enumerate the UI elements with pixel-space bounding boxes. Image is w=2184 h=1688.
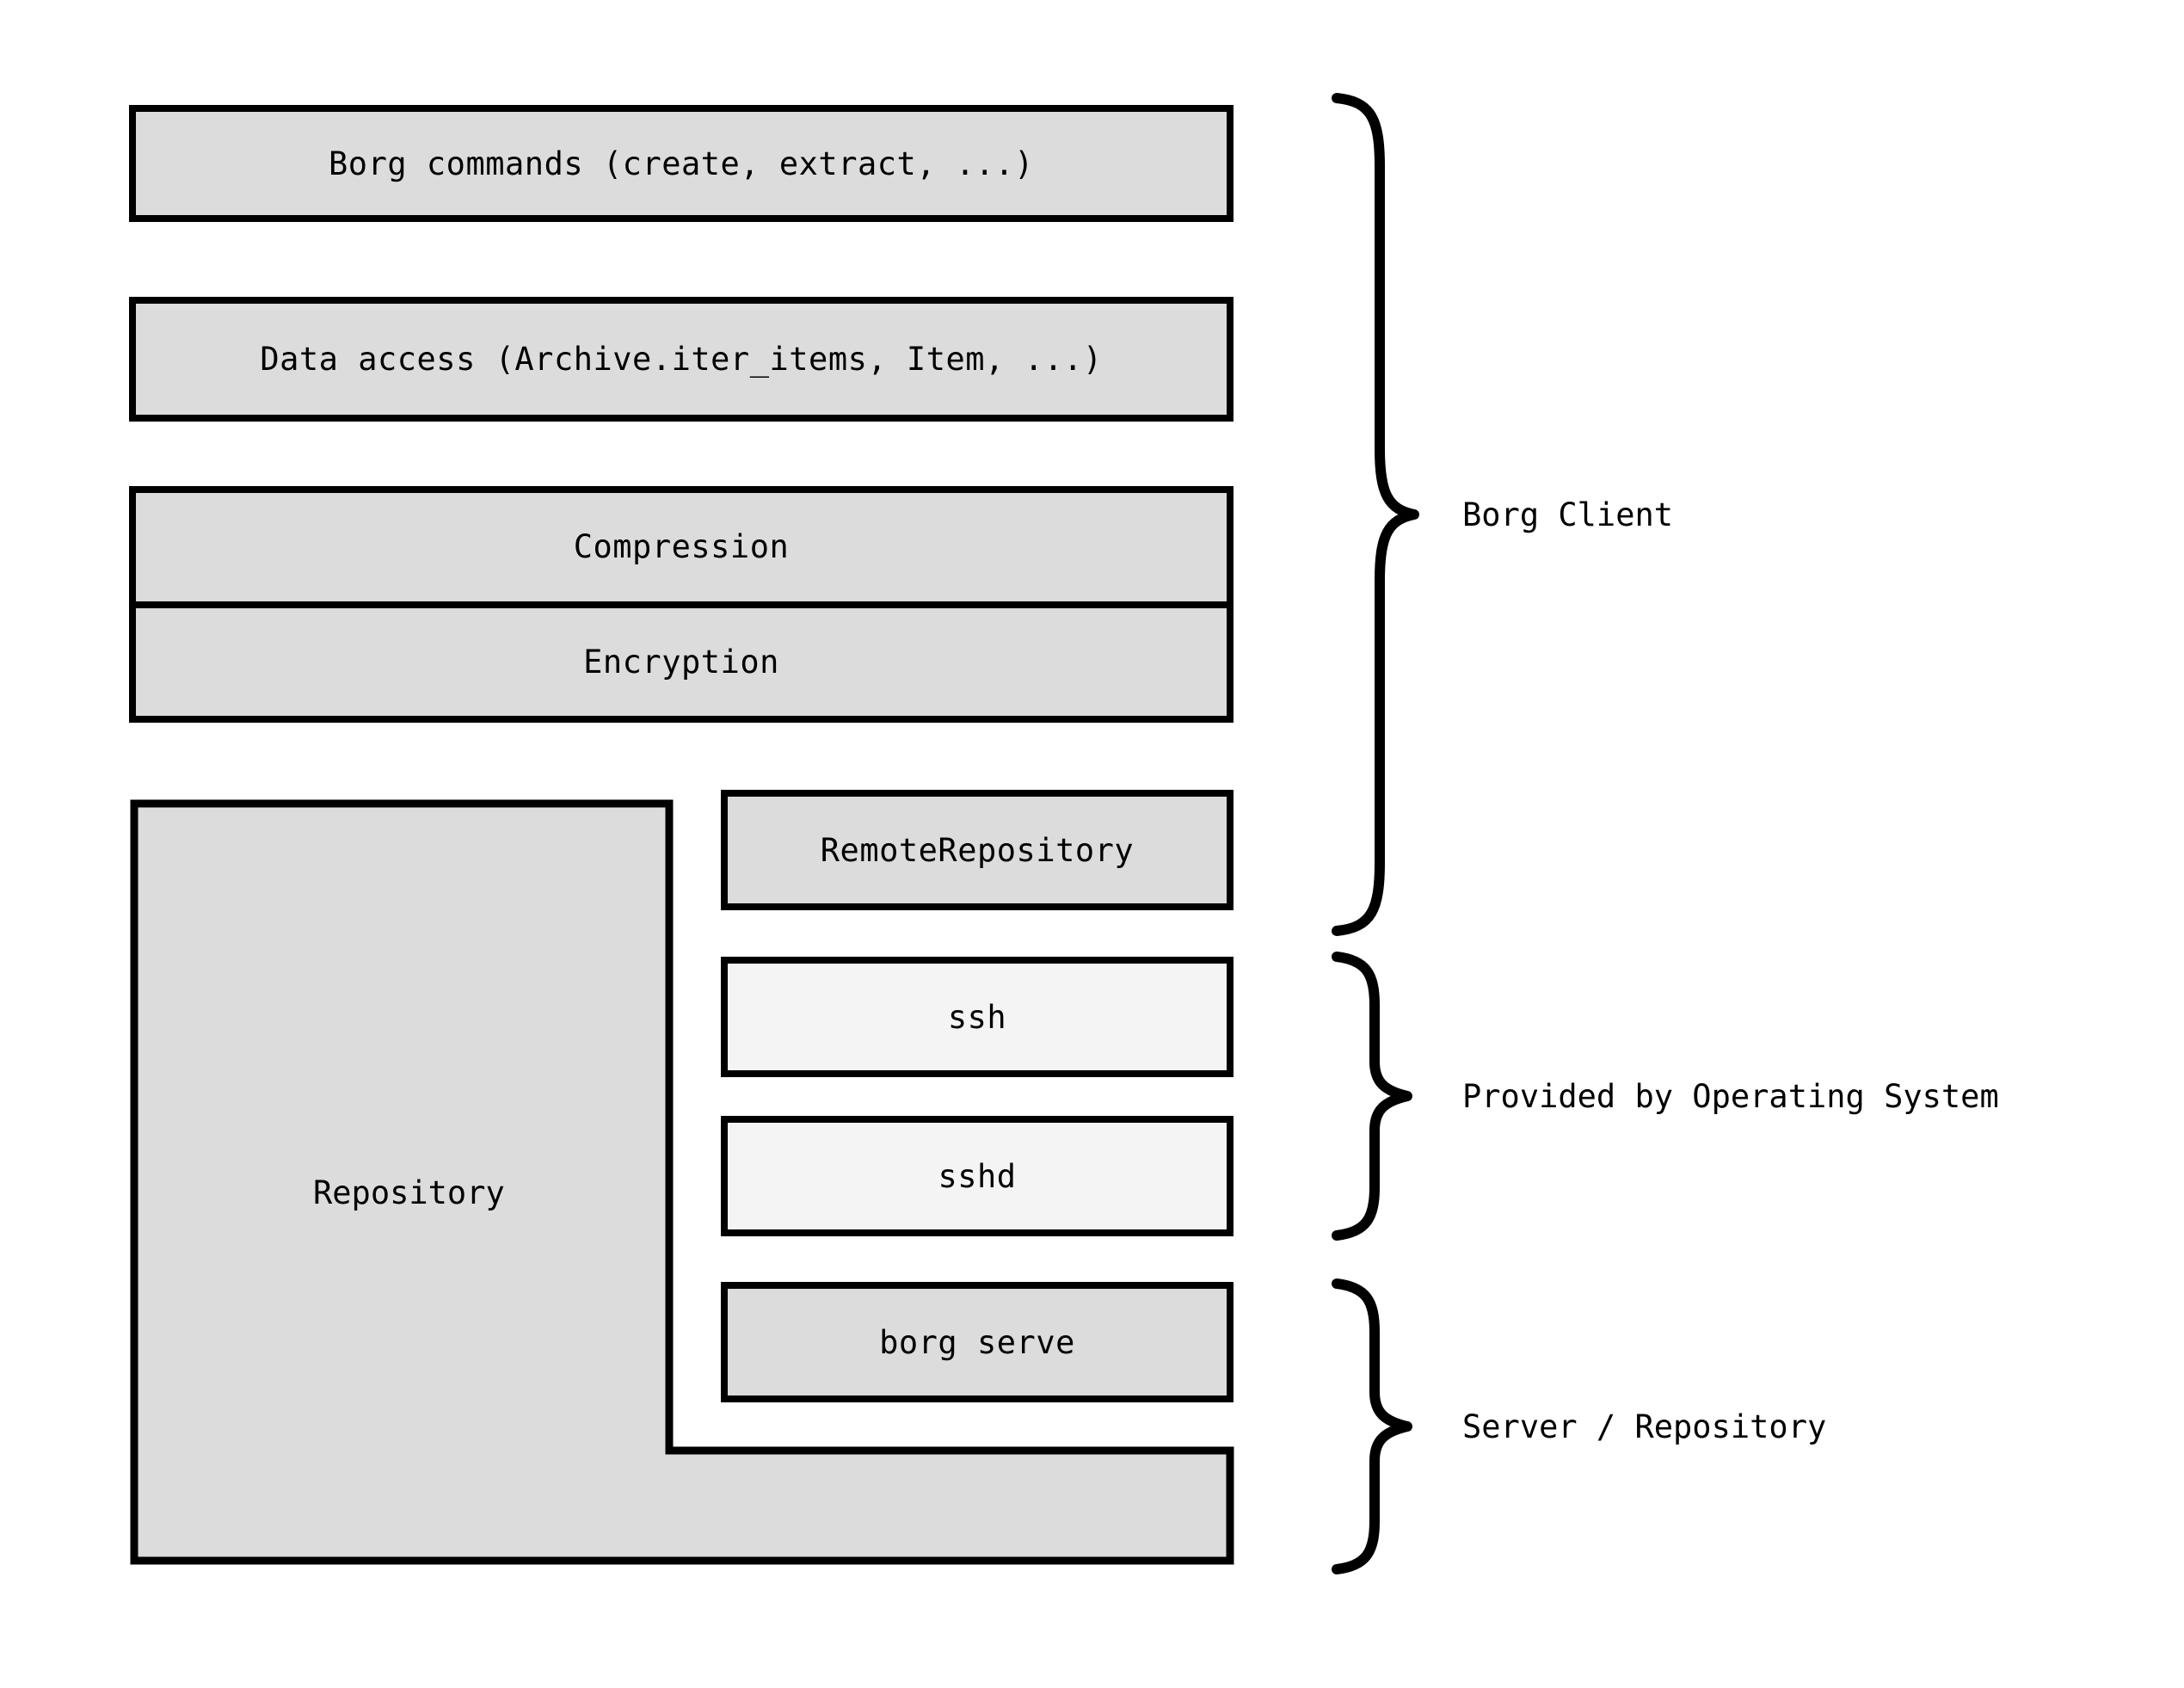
box-sshd: sshd [721,1116,1233,1236]
brace-borg-client-label: Borg Client [1462,496,1674,533]
box-ssh-label: ssh [947,998,1007,1036]
box-remote-repository-label: RemoteRepository [820,831,1135,869]
box-borg-commands: Borg commands (create, extract, ...) [129,105,1233,222]
brace-operating-system-icon [1332,952,1412,1241]
box-borg-serve-label: borg serve [879,1323,1075,1361]
box-compression: Compression [136,493,1227,601]
box-remote-repository: RemoteRepository [721,790,1233,910]
brace-server-repository-label: Server / Repository [1462,1408,1827,1445]
brace-operating-system-label: Provided by Operating System [1462,1078,1999,1115]
stack-compression-encryption: Compression Encryption [129,486,1233,723]
box-encryption: Encryption [136,601,1227,717]
box-borg-serve: borg serve [721,1282,1233,1402]
brace-borg-client-icon [1332,93,1419,936]
box-data-access: Data access (Archive.iter_items, Item, .… [129,297,1233,422]
box-data-access-label: Data access (Archive.iter_items, Item, .… [260,341,1103,378]
box-encryption-label: Encryption [583,643,779,681]
box-sshd-label: sshd [938,1157,1017,1195]
brace-server-repository-icon [1332,1278,1412,1574]
box-ssh: ssh [721,957,1233,1077]
box-borg-commands-label: Borg commands (create, extract, ...) [329,145,1034,182]
box-compression-label: Compression [573,528,790,566]
box-repository-label: Repository [313,1174,505,1211]
